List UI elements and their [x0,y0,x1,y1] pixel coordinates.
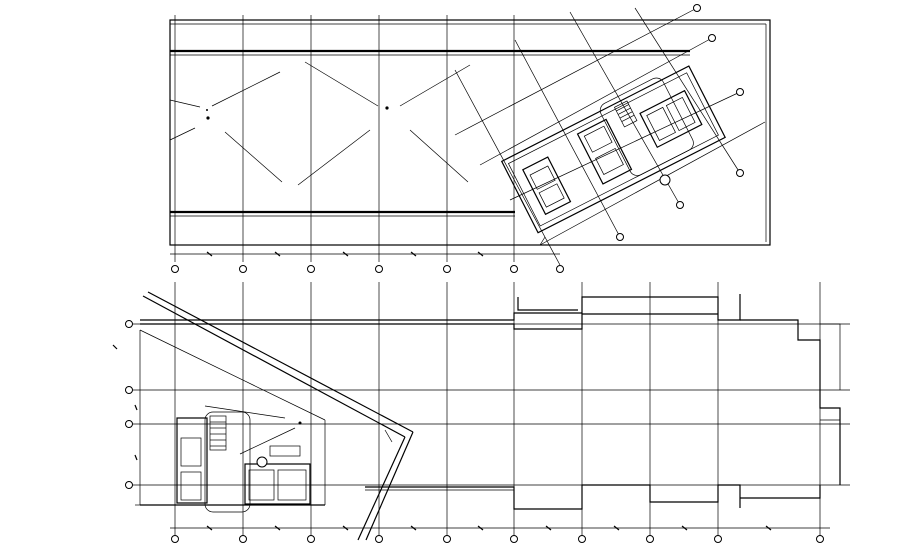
upper-road-lines [170,49,690,217]
lower-grid-bubbles-left [112,320,138,489]
lower-plan [112,282,850,543]
upper-grid-lines [174,15,515,262]
upper-plan [169,4,771,273]
lower-dimension-line [170,525,830,531]
lower-slanted-walls [135,291,414,541]
upper-plan-boundary [169,19,771,246]
lower-grid-lines [174,282,821,540]
lower-grid-bubbles-bottom [171,535,824,543]
upper-slope-arrows [169,61,471,186]
upper-grid-bubbles [171,265,564,273]
lower-horizontal-grid [125,323,850,486]
upper-rotated-building [500,65,726,234]
upper-rotated-grid-lines [454,4,766,266]
lower-building-outline [140,294,841,510]
upper-dimension-line [170,251,560,257]
lower-core-rooms [176,405,311,513]
